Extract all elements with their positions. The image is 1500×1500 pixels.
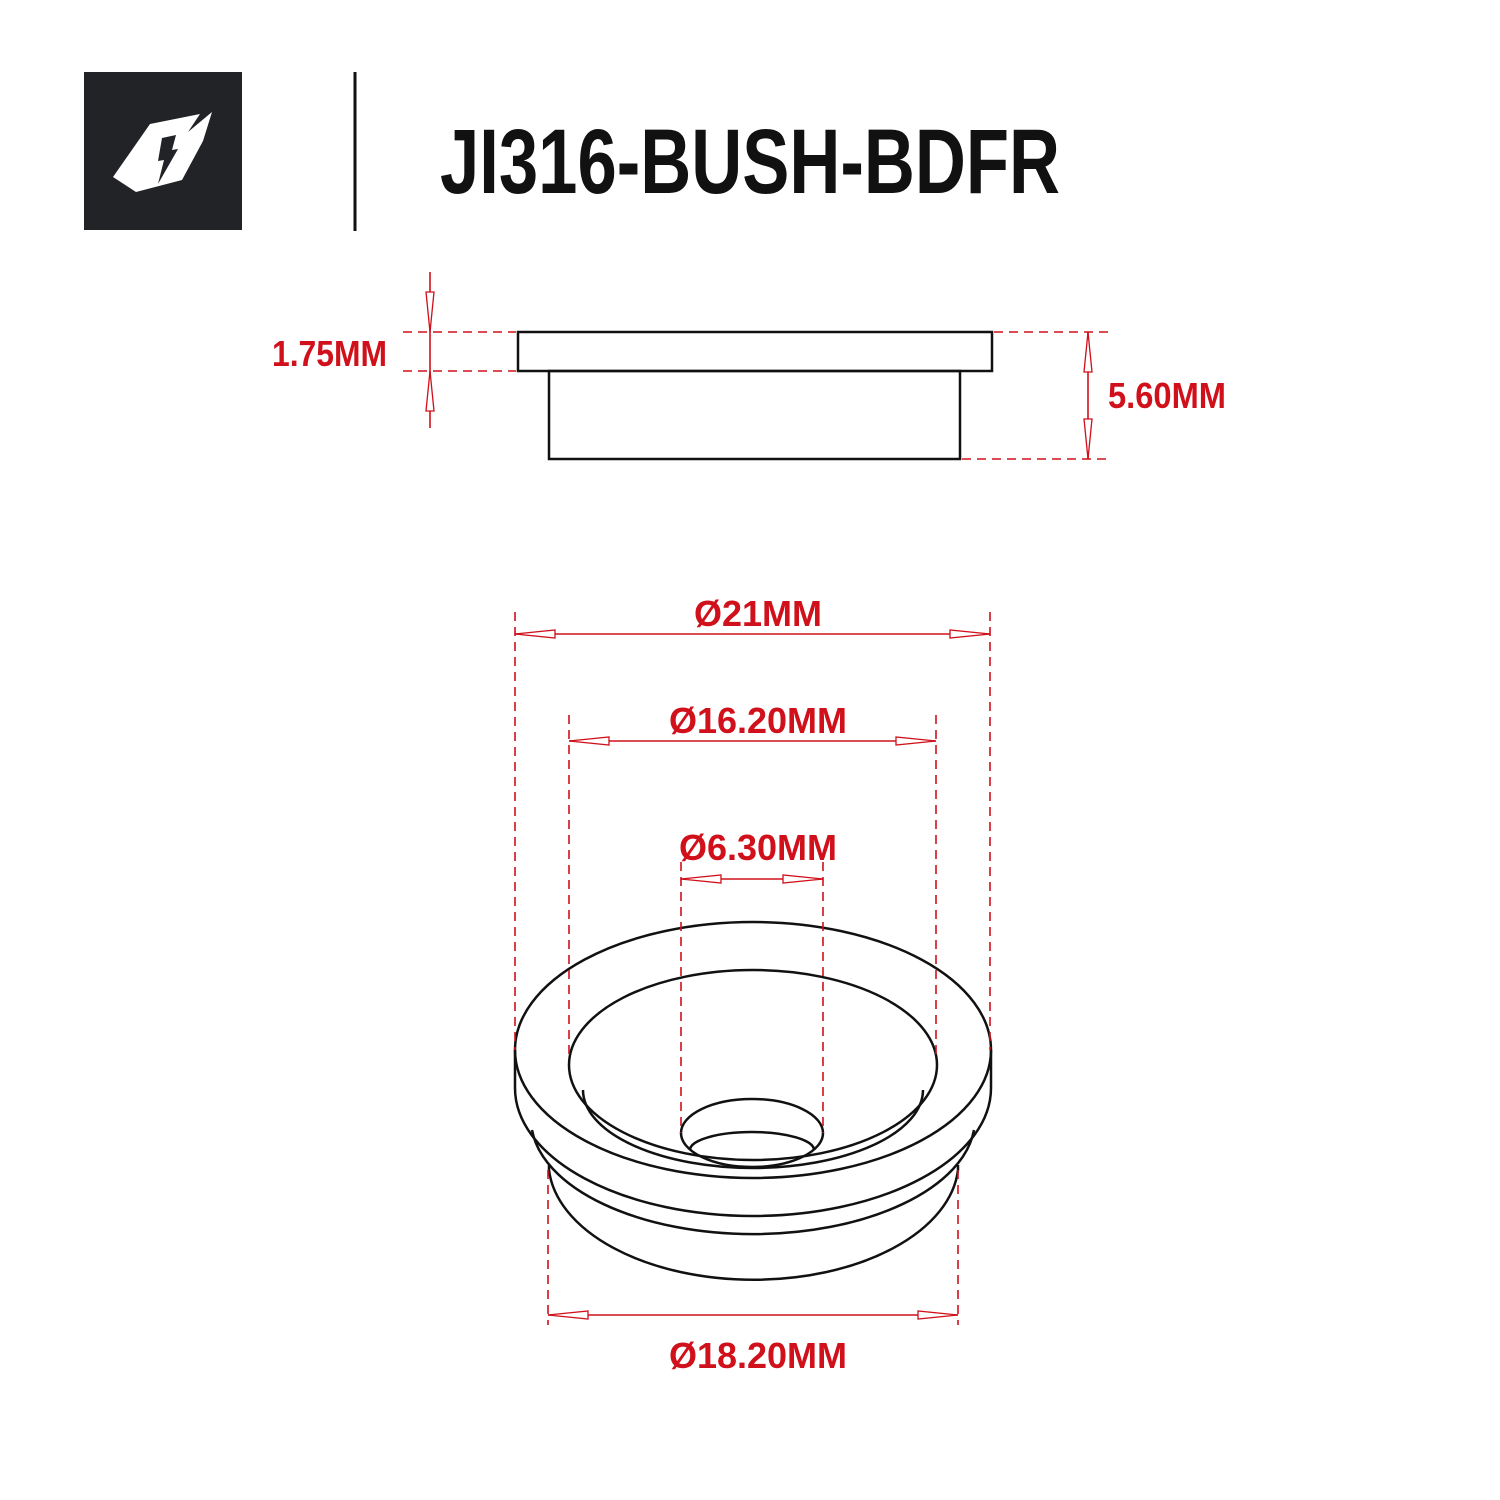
flange-side	[513, 1050, 993, 1218]
part-number-title: JI316-BUSH-BDFR	[440, 111, 1060, 213]
recess-diameter-label: Ø16.20MM	[669, 700, 847, 741]
body-upper-edge	[530, 1129, 976, 1236]
outer-diameter-label: Ø21MM	[694, 593, 822, 634]
iso-view: Ø21MM Ø16.20MM Ø6.30MM Ø18.20MM	[513, 593, 993, 1376]
hole-inner-edge	[688, 1130, 816, 1151]
side-view: 1.75MM 5.60MM	[272, 272, 1226, 461]
flange-thickness-label: 1.75MM	[272, 333, 387, 374]
brand-logo	[84, 72, 242, 230]
body-outline	[547, 369, 962, 461]
recess-ellipse	[567, 968, 939, 1162]
body-lower-edge	[547, 1165, 960, 1282]
flange-outline	[516, 330, 994, 373]
hole-diameter-label: Ø6.30MM	[679, 827, 837, 868]
recess-floor-edge	[581, 1089, 925, 1170]
body-diameter-label: Ø18.20MM	[669, 1335, 847, 1376]
total-height-label: 5.60MM	[1108, 375, 1226, 416]
flange-top-ellipse	[513, 920, 993, 1180]
